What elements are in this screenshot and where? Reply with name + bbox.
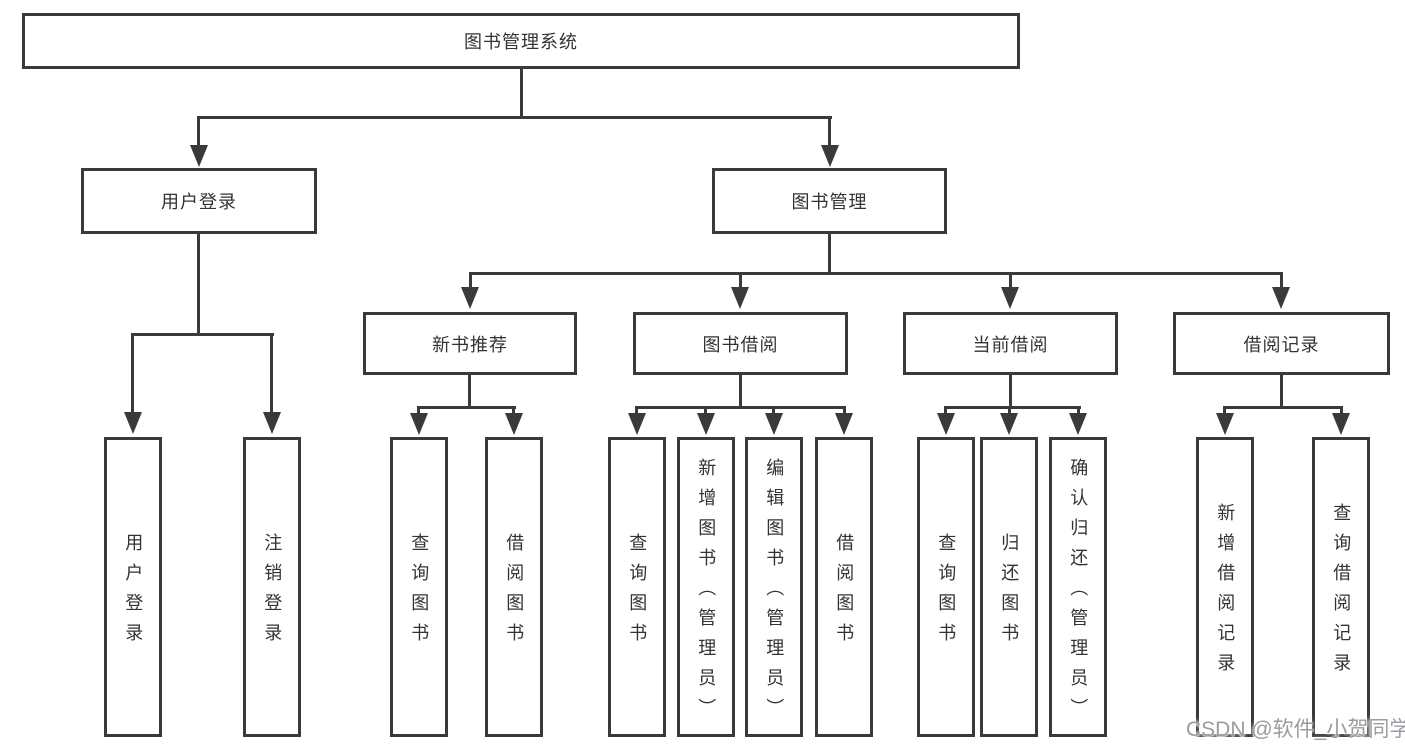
connector-line	[1280, 374, 1283, 409]
leaf-confirm-return-admin: 确认归还（管理员）	[1049, 437, 1107, 737]
arrow-down-icon	[628, 413, 646, 435]
node-book-management: 图书管理	[712, 168, 947, 234]
leaf-label: 新增图书（管理员）	[696, 458, 717, 728]
leaf-query-borrow-record: 查询借阅记录	[1312, 437, 1370, 737]
leaf-label: 注销登录	[262, 533, 283, 653]
node-label: 借阅记录	[1243, 334, 1320, 355]
connector-line	[417, 406, 420, 417]
arrow-down-icon	[697, 413, 715, 435]
connector-line	[469, 272, 1283, 275]
arrow-down-icon	[835, 413, 853, 435]
arrow-down-icon	[1332, 413, 1350, 435]
arrow-down-icon	[263, 412, 281, 434]
leaf-query-book-borrow: 查询图书	[608, 437, 666, 737]
connector-line	[944, 406, 1081, 409]
leaf-label: 借阅图书	[834, 533, 855, 653]
leaf-borrow-book: 借阅图书	[815, 437, 873, 737]
node-label: 图书管理系统	[464, 32, 578, 52]
connector-line	[828, 233, 831, 275]
arrow-down-icon	[505, 413, 523, 435]
arrow-down-icon	[1216, 413, 1234, 435]
node-label: 图书管理	[791, 192, 868, 212]
node-user-login: 用户登录	[81, 168, 317, 234]
arrow-down-icon	[821, 145, 839, 167]
arrow-down-icon	[765, 413, 783, 435]
leaf-logout-login: 注销登录	[243, 437, 301, 737]
connector-line	[469, 272, 472, 289]
connector-line	[1280, 272, 1283, 289]
node-label: 新书推荐	[432, 334, 508, 355]
node-label: 图书借阅	[702, 334, 779, 355]
connector-line	[131, 333, 134, 412]
leaf-user-login: 用户登录	[104, 437, 162, 737]
connector-line	[635, 406, 638, 417]
node-library-management-system: 图书管理系统	[22, 13, 1020, 69]
node-book-borrow: 图书借阅	[633, 312, 848, 375]
leaf-label: 归还图书	[999, 533, 1020, 653]
connector-line	[1340, 406, 1343, 417]
arrow-down-icon	[1001, 287, 1019, 309]
node-new-book-recommend: 新书推荐	[363, 312, 577, 375]
leaf-label: 新增借阅记录	[1215, 503, 1236, 683]
node-label: 用户登录	[161, 192, 237, 212]
connector-line	[704, 406, 707, 417]
leaf-label: 编辑图书（管理员）	[764, 458, 785, 728]
connector-line	[468, 374, 471, 409]
node-borrow-records: 借阅记录	[1173, 312, 1390, 375]
node-current-borrow: 当前借阅	[903, 312, 1118, 375]
arrow-down-icon	[1000, 413, 1018, 435]
arrow-down-icon	[124, 412, 142, 434]
connector-line	[512, 406, 515, 417]
connector-line	[1009, 374, 1012, 409]
arrow-down-icon	[190, 145, 208, 167]
arrow-down-icon	[410, 413, 428, 435]
connector-line	[1077, 406, 1080, 417]
connector-line	[197, 116, 832, 119]
connector-line	[739, 374, 742, 409]
connector-line	[843, 406, 846, 417]
leaf-label: 查询图书	[627, 533, 648, 653]
arrow-down-icon	[731, 287, 749, 309]
leaf-label: 查询借阅记录	[1331, 503, 1352, 683]
arrow-down-icon	[461, 287, 479, 309]
arrow-down-icon	[1069, 413, 1087, 435]
leaf-edit-book-admin: 编辑图书（管理员）	[745, 437, 803, 737]
leaf-label: 查询图书	[936, 533, 957, 653]
node-label: 当前借阅	[972, 334, 1049, 355]
leaf-label: 借阅图书	[504, 533, 525, 653]
leaf-borrow-book-recommend: 借阅图书	[485, 437, 543, 737]
connector-line	[944, 406, 947, 417]
connector-line	[1008, 406, 1011, 417]
csdn-watermark: CSDN @软件_小贺同学	[1186, 718, 1405, 741]
connector-line	[417, 406, 516, 409]
connector-line	[739, 272, 742, 289]
leaf-label: 用户登录	[123, 533, 144, 653]
connector-line	[1009, 272, 1012, 289]
leaf-add-borrow-record: 新增借阅记录	[1196, 437, 1254, 737]
connector-line	[197, 116, 200, 147]
connector-line	[828, 116, 831, 147]
leaf-query-book-current: 查询图书	[917, 437, 975, 737]
connector-line	[1223, 406, 1343, 409]
leaf-label: 确认归还（管理员）	[1068, 458, 1089, 728]
connector-line	[1223, 406, 1226, 417]
connector-line	[635, 406, 846, 409]
leaf-query-book-recommend: 查询图书	[390, 437, 448, 737]
leaf-return-book: 归还图书	[980, 437, 1038, 737]
leaf-label: 查询图书	[409, 533, 430, 653]
arrow-down-icon	[1272, 287, 1290, 309]
connector-line	[772, 406, 775, 417]
leaf-add-book-admin: 新增图书（管理员）	[677, 437, 735, 737]
connector-line	[270, 333, 273, 412]
connector-line	[520, 68, 523, 117]
connector-line	[197, 233, 200, 336]
arrow-down-icon	[937, 413, 955, 435]
connector-line	[131, 333, 274, 336]
